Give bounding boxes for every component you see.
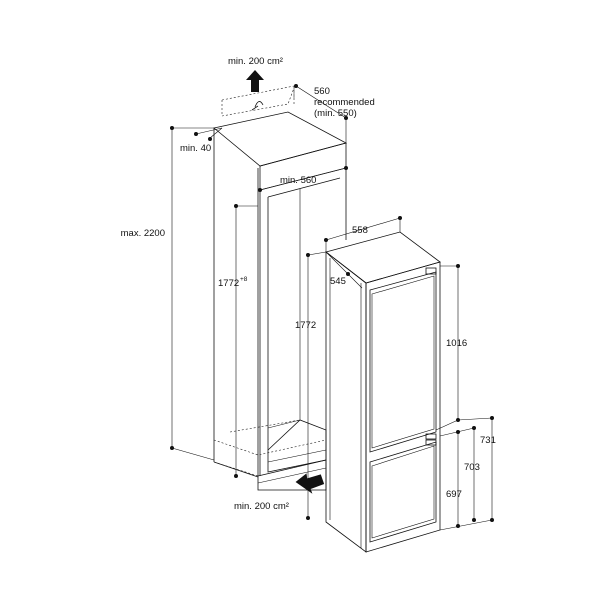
- label-niche-depth-3: (min. 550): [314, 108, 357, 119]
- bottom-vent-arrow-icon: [295, 473, 325, 494]
- label-appliance-height: 1772: [295, 320, 316, 331]
- dim-upper-door: [435, 264, 460, 431]
- label-appliance-depth: 545: [330, 276, 346, 287]
- dim-697: [456, 430, 460, 528]
- label-upper-door: 1016: [446, 338, 467, 349]
- dim-niche-depth: [294, 84, 348, 143]
- label-max-height: max. 2200: [121, 228, 165, 239]
- label-niche-height: 1772: [218, 278, 239, 289]
- label-703: 703: [464, 462, 480, 473]
- label-vent-bottom: min. 200 cm²: [234, 501, 289, 512]
- label-vent-top: min. 200 cm²: [228, 56, 283, 67]
- dim-appliance-depth: [325, 251, 363, 289]
- dim-731: [439, 416, 494, 531]
- label-niche-width: min. 560: [280, 175, 316, 186]
- dim-niche-width: [258, 166, 348, 192]
- top-vent-opening: [221, 85, 295, 117]
- label-731: 731: [480, 435, 496, 446]
- dim-niche-height: [234, 204, 258, 478]
- bottom-vent-opening: [213, 419, 327, 477]
- label-697: 697: [446, 489, 462, 500]
- top-vent-arrow-icon: [246, 70, 264, 92]
- dim-appliance-height: [306, 251, 327, 520]
- label-niche-depth-2: recommended: [314, 97, 375, 108]
- label-top-gap: min. 40: [180, 143, 211, 154]
- label-niche-height-tol: +8: [240, 276, 248, 283]
- label-appliance-width: 558: [352, 225, 368, 236]
- dim-max-height: [170, 126, 215, 461]
- appliance: [325, 231, 441, 553]
- dim-top-gap: [194, 127, 223, 141]
- dim-appliance-width: [324, 216, 402, 252]
- label-niche-depth-1: 560: [314, 86, 330, 97]
